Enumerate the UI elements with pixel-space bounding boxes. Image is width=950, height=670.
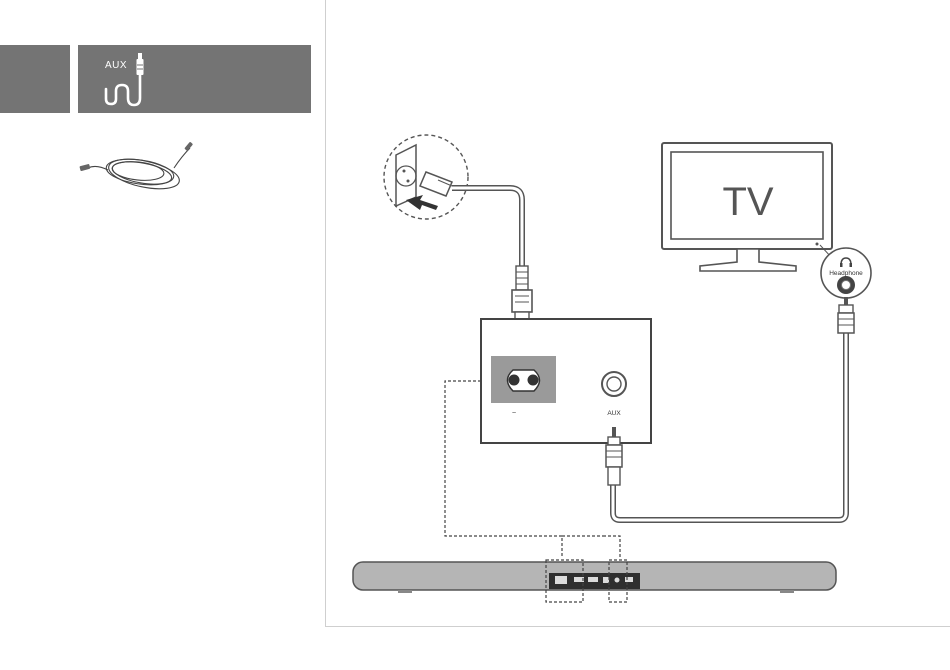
page-divider-vertical: [325, 0, 326, 626]
aux-plug-tv: [838, 297, 854, 333]
power-port-label: ~: [512, 410, 516, 417]
soundbar: [353, 560, 836, 602]
connection-tab-blank: [0, 45, 70, 113]
connection-tab-aux: AUX: [78, 45, 311, 113]
aux-cable-icon: [102, 51, 162, 111]
power-outlet-callout: [384, 135, 468, 219]
aux-cable-image: [78, 138, 198, 198]
headphone-label: Headphone: [829, 270, 863, 277]
aux-port-label: AUX: [607, 410, 621, 417]
power-connector: [512, 266, 532, 326]
wall-outlet-icon: [396, 145, 416, 206]
tv-label: TV: [722, 180, 773, 224]
page-divider-horizontal: [325, 626, 950, 627]
connection-diagram: TV Headphone ~ AUX: [340, 120, 950, 610]
